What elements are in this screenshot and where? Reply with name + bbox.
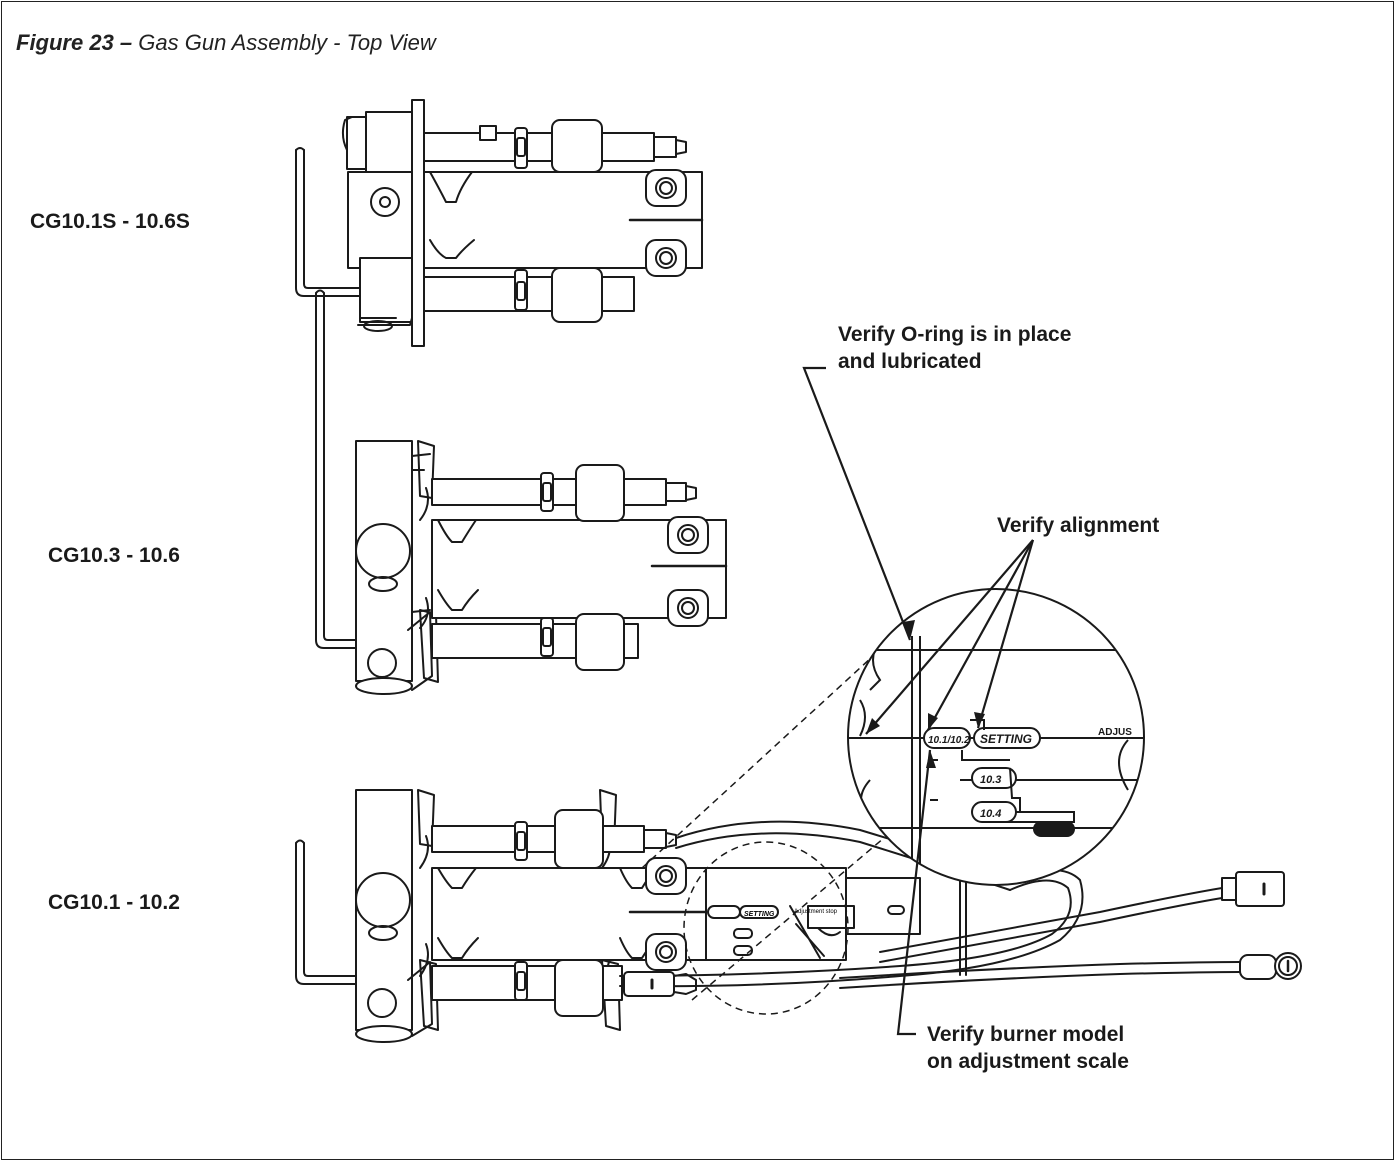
gas-gun-bottom (295, 789, 1302, 1043)
figure-caption: Gas Gun Assembly - Top View (132, 30, 436, 55)
model-label-cg10-1: CG10.1 - 10.2 (48, 891, 180, 914)
callout-scale: Verify burner model on adjustment scale (927, 1021, 1129, 1075)
leader-alignment-1 (865, 539, 1034, 735)
leader-alignment-2 (927, 539, 1034, 731)
callout-oring-line2: and lubricated (838, 350, 982, 373)
gas-gun-top (295, 99, 704, 347)
detail-leader-dashes (641, 645, 885, 1015)
detail-setting-label: SETTING (980, 732, 1032, 746)
detail-scale-model-label: 10.1/10.2 (928, 735, 970, 746)
callout-alignment: Verify alignment (997, 514, 1160, 537)
detail-scale-10-4: 10.4 (980, 808, 1001, 820)
mounting-plate (411, 99, 425, 347)
figure-number: Figure 23 – (16, 30, 133, 55)
leader-scale (896, 749, 932, 1036)
callout-scale-line2: on adjustment scale (927, 1050, 1129, 1073)
small-adjustment-stop-label: Adjustment stop (794, 909, 838, 915)
gas-line-pipe (295, 149, 361, 297)
small-setting-label: SETTING (744, 911, 775, 918)
detail-adjust-label: ADJUS (1098, 727, 1132, 738)
detail-scale-10-3: 10.3 (980, 774, 1001, 786)
callout-oring: Verify O-ring is in place and lubricated (838, 321, 1071, 375)
model-label-cg10-1s: CG10.1S - 10.6S (30, 210, 190, 233)
callout-oring-line1: Verify O-ring is in place (838, 323, 1072, 346)
figure-title: Figure 23 – Gas Gun Assembly - Top View (16, 30, 436, 56)
gas-gun-middle (315, 289, 728, 695)
leader-alignment-3 (976, 539, 1035, 729)
callout-scale-line1: Verify burner model (927, 1023, 1125, 1046)
model-label-cg10-3: CG10.3 - 10.6 (48, 544, 180, 567)
leader-arrowheads (866, 620, 985, 768)
detail-magnified-view: 10.1/10.2 SETTING ADJUS 10.3 10.4 (847, 588, 1145, 886)
leader-lines (802, 366, 1035, 1036)
leader-oring (802, 366, 912, 641)
small-scale-labels: SETTING Adjustment stop (744, 909, 838, 918)
